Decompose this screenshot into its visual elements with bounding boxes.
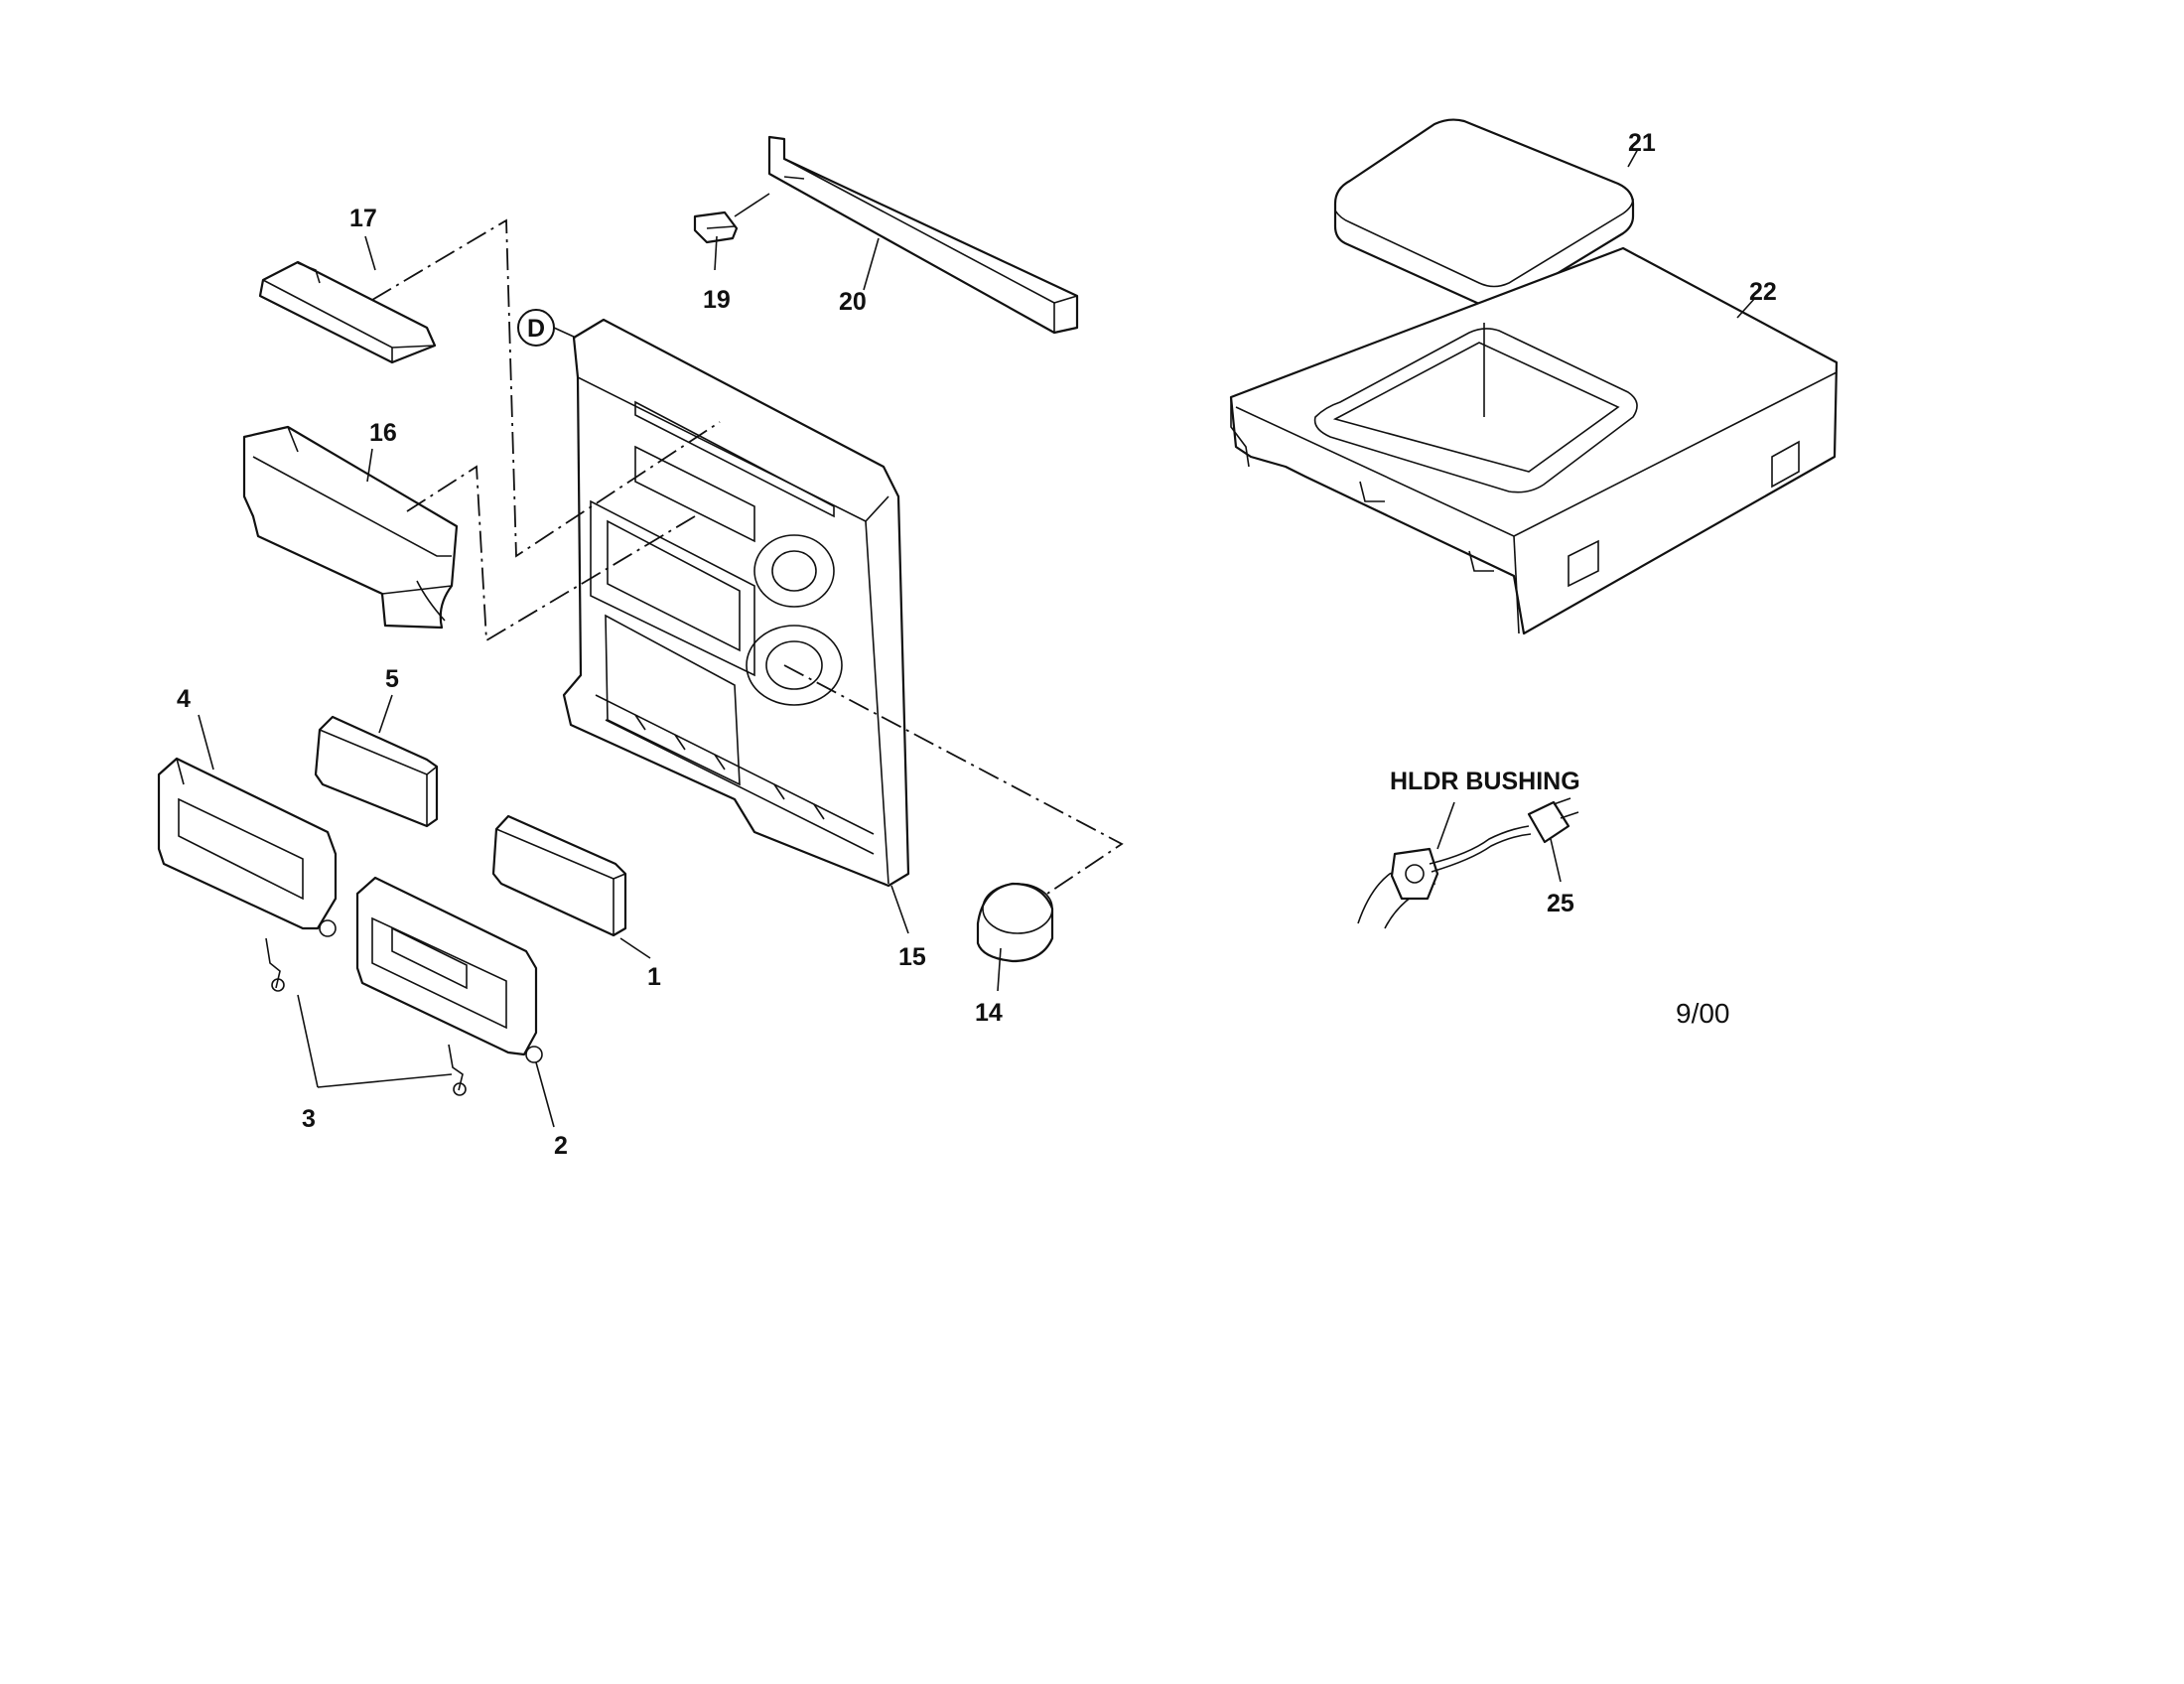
callout-2: 2 (554, 1132, 568, 1160)
part-1-cassette-door (491, 814, 627, 937)
part-14-knob (976, 882, 1054, 963)
part-5-cassette-door (314, 715, 439, 828)
revision-date: 9/00 (1676, 998, 1730, 1029)
part-3-springs (265, 937, 467, 1096)
callout-3: 3 (302, 1105, 316, 1133)
part-4-deck-holder (157, 757, 338, 937)
hldr-bushing-label: HLDR BUSHING (1390, 768, 1580, 795)
callout-4: 4 (177, 685, 191, 713)
part-21-cd-lid (1333, 118, 1635, 308)
callout-21: 21 (1628, 129, 1656, 157)
callout-20: 20 (839, 288, 867, 316)
part-19-clip (693, 210, 739, 244)
leader-lines (198, 148, 1756, 1128)
assembly-guide-lines (371, 218, 1124, 895)
callout-labels: 17 16 4 5 1 3 2 15 14 19 20 21 22 25 HLD… (177, 129, 1777, 1160)
reference-d-letter: D (527, 315, 545, 343)
callout-1: 1 (647, 963, 661, 991)
callout-15: 15 (898, 943, 926, 971)
part-17-top-trim (258, 260, 437, 364)
reference-d-marker: D (517, 309, 555, 347)
part-25-power-cord (1357, 797, 1579, 929)
callout-17: 17 (349, 205, 377, 232)
callout-16: 16 (369, 419, 397, 447)
callout-22: 22 (1749, 278, 1777, 306)
part-20-top-bar (767, 135, 1079, 335)
part-22-top-cabinet (1229, 246, 1839, 635)
callout-14: 14 (975, 999, 1003, 1027)
callout-19: 19 (703, 286, 731, 314)
part-16-side-panel (242, 425, 459, 630)
callout-25: 25 (1547, 890, 1574, 917)
callout-5: 5 (385, 665, 399, 693)
part-deck-holder-right (355, 876, 543, 1063)
part-15-front-cabinet (562, 318, 910, 888)
